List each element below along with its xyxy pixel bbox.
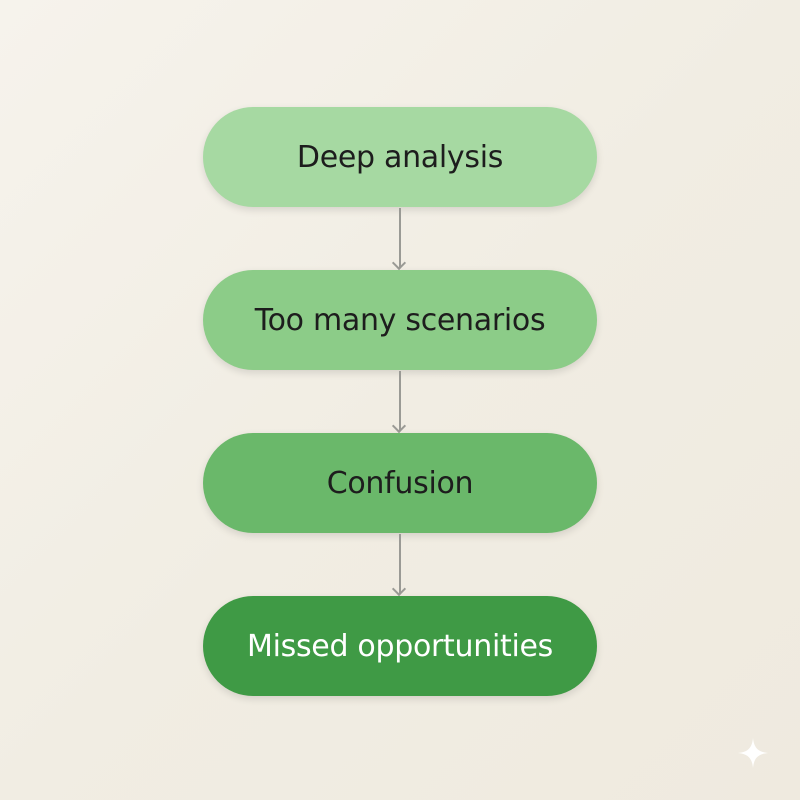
node-label: Too many scenarios <box>254 302 546 338</box>
arrow-3 <box>399 534 401 594</box>
node-too-many-scenarios: Too many scenarios <box>203 270 597 370</box>
node-missed-opportunities: Missed opportunities <box>203 596 597 696</box>
sparkle-icon <box>738 738 768 768</box>
node-label: Deep analysis <box>296 139 504 175</box>
arrow-1 <box>399 208 401 268</box>
arrow-2 <box>399 371 401 431</box>
node-label: Missed opportunities <box>247 628 553 664</box>
node-confusion: Confusion <box>203 433 597 533</box>
node-label: Confusion <box>326 465 474 501</box>
node-deep-analysis: Deep analysis <box>203 107 597 207</box>
